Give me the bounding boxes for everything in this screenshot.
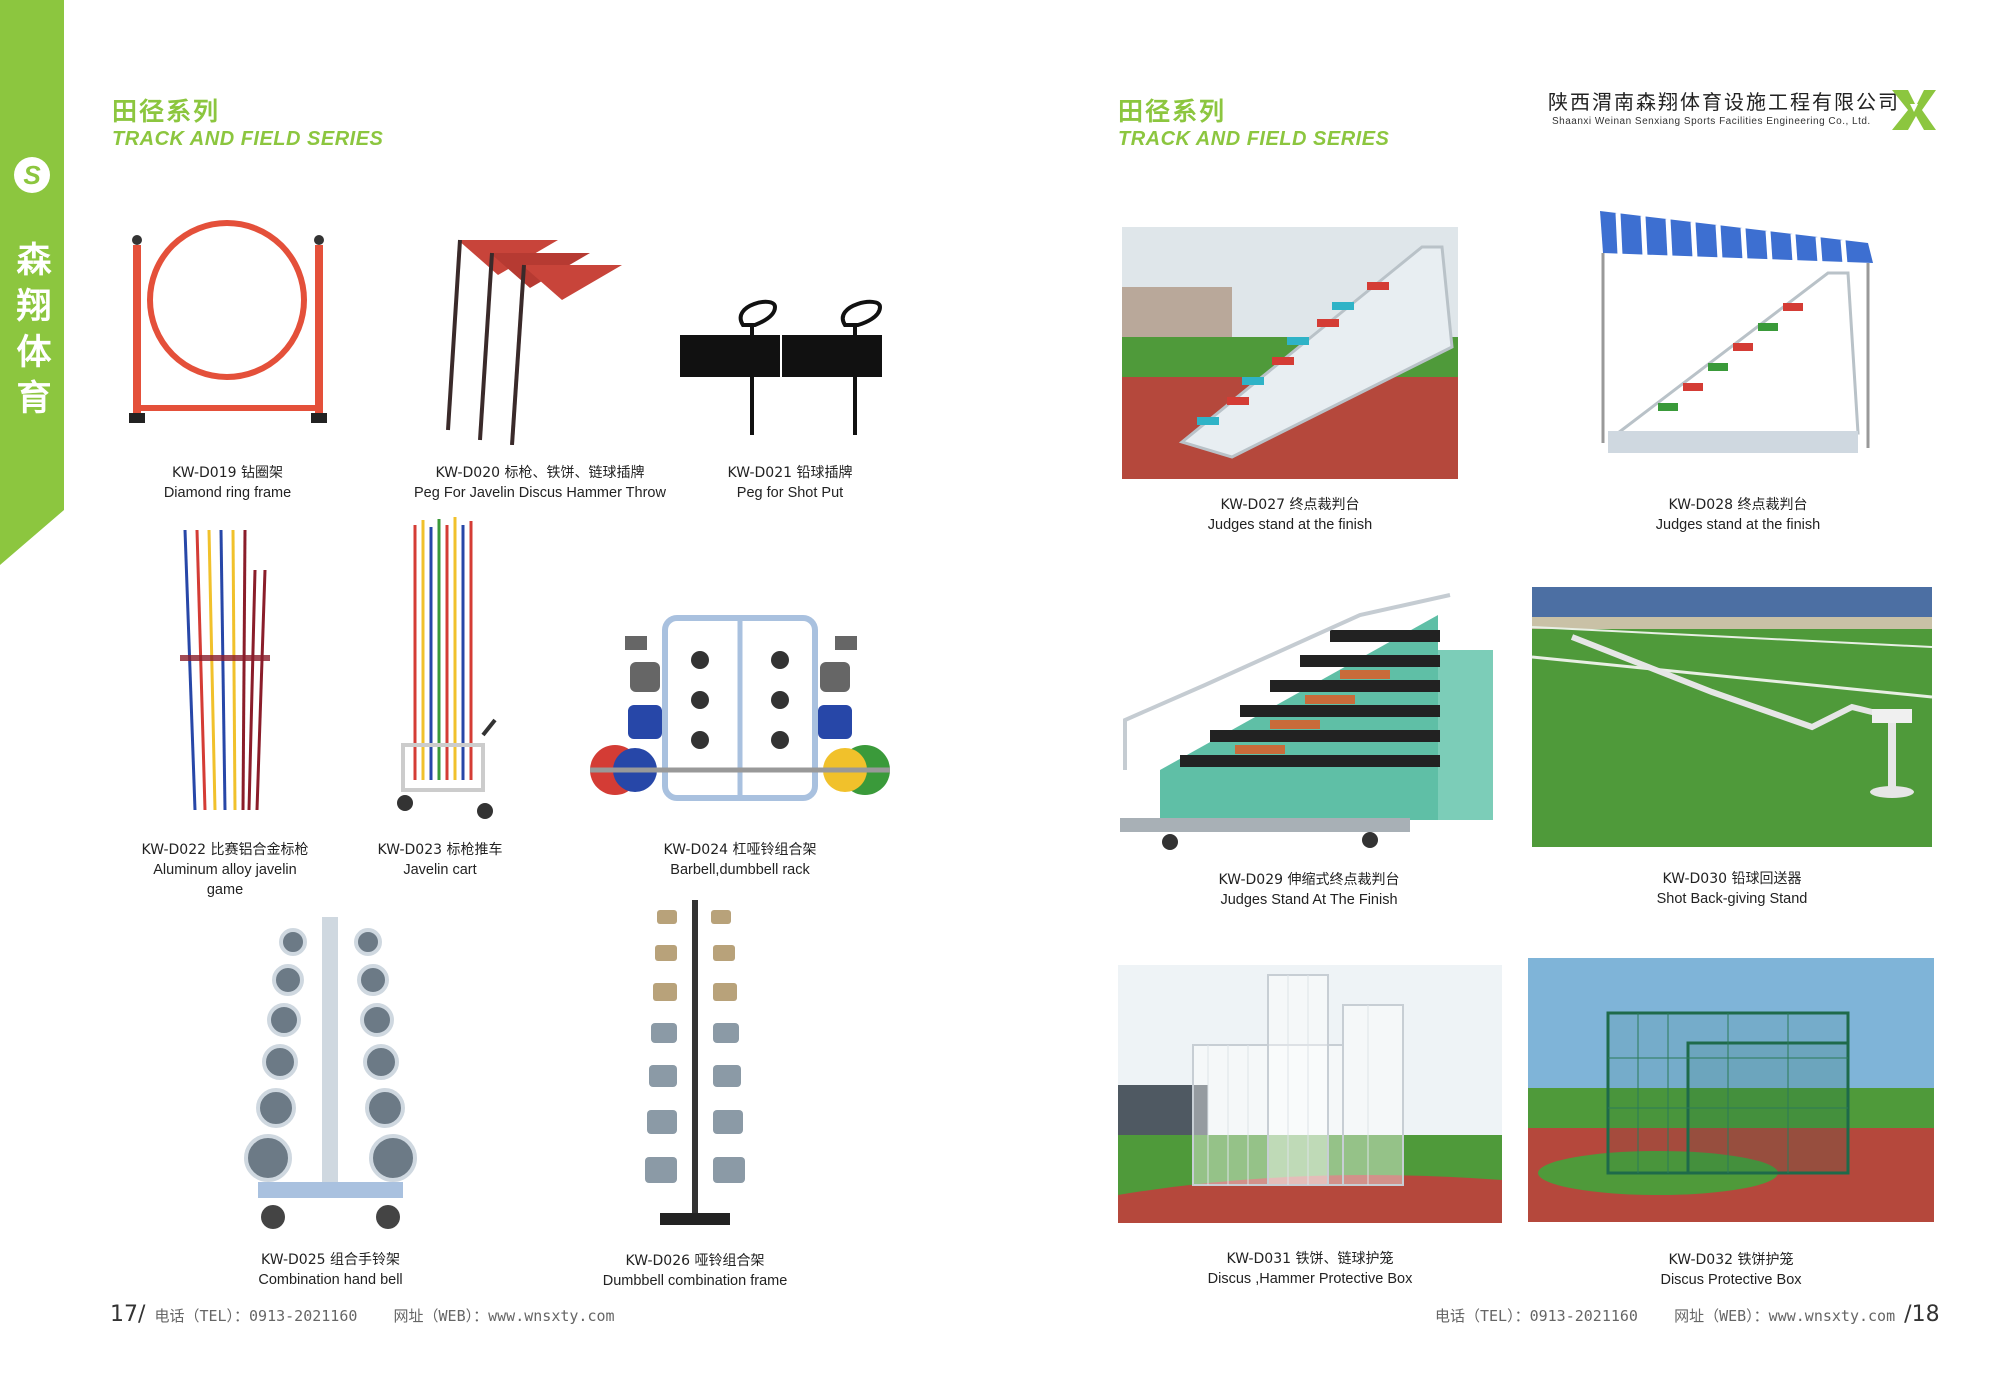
product-code: KW-D031 铁饼、链球护笼 — [1226, 1251, 1394, 1267]
shot-put-peg-image — [680, 299, 883, 435]
product-name: Aluminum alloy javelin game — [153, 862, 297, 898]
product-code: KW-D020 标枪、铁饼、链球插牌 — [435, 465, 645, 481]
product-kw-d031: KW-D031 铁饼、链球护笼 Discus ,Hammer Protectiv… — [1118, 965, 1502, 1287]
product-kw-d020: KW-D020 标枪、铁饼、链球插牌 Peg For Javelin Discu… — [414, 235, 666, 501]
product-code: KW-D028 终点裁判台 — [1668, 497, 1808, 513]
product-code: KW-D026 哑铃组合架 — [625, 1253, 765, 1269]
product-name: Discus Protective Box — [1660, 1272, 1802, 1288]
product-name: Dumbbell combination frame — [602, 1273, 788, 1289]
product-kw-d028: KW-D028 终点裁判台 Judges stand at the finish — [1598, 203, 1878, 533]
product-caption: KW-D027 终点裁判台 Judges stand at the finish — [1082, 495, 1498, 535]
product-kw-d030: KW-D030 铅球回送器 Shot Back-giving Stand — [1532, 587, 1932, 907]
product-code: KW-D024 杠哑铃组合架 — [663, 842, 817, 858]
product-name: Peg For Javelin Discus Hammer Throw — [414, 485, 666, 501]
product-code: KW-D019 钻圈架 — [172, 465, 283, 481]
product-caption: KW-D021 铅球插牌 Peg for Shot Put — [640, 463, 940, 503]
product-kw-d022: KW-D022 比赛铝合金标枪 Aluminum alloy javelin g… — [142, 525, 308, 898]
product-name: Shot Back-giving Stand — [1656, 891, 1808, 907]
product-name: Diamond ring frame — [163, 485, 292, 501]
company-logo-icon — [1892, 90, 1936, 130]
product-code: KW-D021 铅球插牌 — [727, 465, 853, 481]
diamond-ring-frame-image — [129, 220, 327, 423]
brand-char: 育 — [16, 379, 52, 419]
product-kw-d019: KW-D019 钻圈架 Diamond ring frame — [125, 215, 330, 501]
product-caption: KW-D020 标枪、铁饼、链球插牌 Peg For Javelin Discu… — [400, 463, 680, 503]
series-title-cn-right: 田径系列 — [1118, 97, 1227, 126]
brand-logo-icon: S — [14, 157, 50, 193]
product-caption: KW-D029 伸缩式终点裁判台 Judges Stand At The Fin… — [1080, 870, 1538, 910]
series-title-cn-left: 田径系列 — [112, 97, 221, 126]
product-code: KW-D022 比赛铝合金标枪 — [141, 842, 309, 858]
page-number-right: /18 — [1904, 1302, 1940, 1327]
product-caption: KW-D025 组合手铃架 Combination hand bell — [198, 1250, 463, 1290]
aluminum-javelin-image — [180, 529, 270, 811]
product-kw-d029: KW-D029 伸缩式终点裁判台 Judges Stand At The Fin… — [1120, 590, 1498, 908]
javelin-peg-image — [446, 239, 622, 445]
product-kw-d032: KW-D032 铁饼护笼 Discus Protective Box — [1528, 958, 1934, 1288]
hand-bell-rack-image — [244, 917, 417, 1229]
retractable-judges-stand-image — [1120, 593, 1493, 850]
product-caption: KW-D031 铁饼、链球护笼 Discus ,Hammer Protectiv… — [1078, 1249, 1542, 1289]
product-code: KW-D023 标枪推车 — [377, 842, 503, 858]
product-kw-d025: KW-D025 组合手铃架 Combination hand bell — [238, 912, 423, 1288]
product-name: Discus ,Hammer Protective Box — [1207, 1271, 1413, 1287]
telephone: 电话（TEL）：0913-2021160 — [1435, 1307, 1638, 1325]
product-code: KW-D029 伸缩式终点裁判台 — [1218, 872, 1400, 888]
product-code: KW-D032 铁饼护笼 — [1668, 1252, 1794, 1268]
product-kw-d027: KW-D027 终点裁判台 Judges stand at the finish — [1122, 227, 1458, 533]
series-title-en-right: TRACK AND FIELD SERIES — [1118, 128, 1390, 150]
product-caption: KW-D019 钻圈架 Diamond ring frame — [85, 463, 370, 503]
product-name: Combination hand bell — [258, 1272, 403, 1288]
website[interactable]: 网址（WEB）：www.wnsxty.com — [393, 1307, 615, 1325]
sidebar-brand: 森 翔 体 育 — [14, 238, 54, 422]
series-title-en-left: TRACK AND FIELD SERIES — [112, 128, 384, 150]
brand-char: 翔 — [16, 287, 52, 327]
product-caption: KW-D032 铁饼护笼 Discus Protective Box — [1488, 1250, 1974, 1290]
product-kw-d023: KW-D023 标枪推车 Javelin cart — [375, 515, 505, 878]
brand-char: 森 — [16, 241, 52, 281]
barbell-rack-image — [590, 615, 890, 801]
product-name: Judges Stand At The Finish — [1220, 892, 1398, 908]
right-footer: 电话（TEL）：0913-2021160 网址（WEB）：www.wnsxty.… — [1435, 1302, 1940, 1327]
product-caption: KW-D028 终点裁判台 Judges stand at the finish — [1558, 495, 1918, 535]
page-number-left: 17/ — [110, 1302, 146, 1327]
product-name: Judges stand at the finish — [1207, 517, 1373, 533]
product-caption: KW-D026 哑铃组合架 Dumbbell combination frame — [595, 1251, 795, 1291]
shot-return-stand-photo — [1532, 587, 1932, 847]
judges-stand-photo — [1122, 227, 1458, 479]
company-name-cn: 陕西渭南森翔体育设施工程有限公司 — [1548, 90, 1900, 114]
sidebar-band — [0, 0, 64, 565]
product-caption: KW-D022 比赛铝合金标枪 Aluminum alloy javelin g… — [135, 840, 315, 900]
left-footer: 17/ 电话（TEL）：0913-2021160 网址（WEB）：www.wns… — [110, 1302, 615, 1327]
canopy-judges-stand-image — [1600, 211, 1873, 453]
website[interactable]: 网址（WEB）：www.wnsxty.com — [1674, 1307, 1896, 1325]
product-code: KW-D030 铅球回送器 — [1662, 871, 1802, 887]
product-caption: KW-D024 杠哑铃组合架 Barbell,dumbbell rack — [550, 840, 930, 880]
telephone: 电话（TEL）：0913-2021160 — [154, 1307, 358, 1325]
product-kw-d021: KW-D021 铅球插牌 Peg for Shot Put — [680, 295, 900, 501]
product-name: Peg for Shot Put — [736, 485, 844, 501]
product-caption: KW-D023 标枪推车 Javelin cart — [335, 840, 545, 880]
product-caption: KW-D030 铅球回送器 Shot Back-giving Stand — [1492, 869, 1972, 909]
javelin-cart-image — [397, 517, 497, 819]
discus-cage-photo — [1528, 958, 1934, 1222]
product-name: Javelin cart — [403, 862, 477, 878]
product-code: KW-D025 组合手铃架 — [261, 1252, 400, 1268]
hammer-cage-photo — [1118, 965, 1502, 1223]
product-name: Judges stand at the finish — [1655, 517, 1821, 533]
product-kw-d024: KW-D024 杠哑铃组合架 Barbell,dumbbell rack — [590, 610, 890, 878]
brand-char: 体 — [16, 333, 52, 373]
product-kw-d026: KW-D026 哑铃组合架 Dumbbell combination frame — [603, 895, 787, 1289]
company-name-en: Shaanxi Weinan Senxiang Sports Facilitie… — [1552, 116, 1871, 127]
product-code: KW-D027 终点裁判台 — [1220, 497, 1360, 513]
product-name: Barbell,dumbbell rack — [670, 862, 810, 878]
dumbbell-frame-image — [645, 900, 745, 1225]
